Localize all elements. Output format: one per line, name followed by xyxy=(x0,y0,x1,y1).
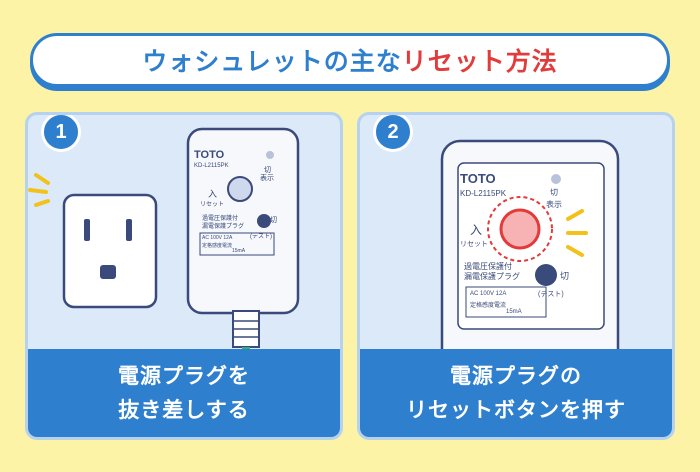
indicator-label: 切 xyxy=(550,188,558,197)
title-part-blue: ウォシュレットの主な xyxy=(142,47,402,76)
indicator-lamp-icon xyxy=(266,151,274,159)
device-type-line-1: 過電圧保護付 xyxy=(202,216,239,222)
caption-line-1: 電源プラグを xyxy=(118,364,250,388)
step-1-illustration xyxy=(28,127,300,359)
caption-line-2: リセットボタンを押す xyxy=(406,398,626,422)
spec-line-2: 定格感度電流 xyxy=(470,303,507,309)
test-button-sublabel: (テスト) xyxy=(538,291,564,298)
test-button-label: 切 xyxy=(270,217,277,224)
step-1-caption: 電源プラグを 抜き差しする xyxy=(28,349,340,437)
reset-button-icon xyxy=(227,176,253,202)
step-2-panel: 2 TOTO KD-L2115PK 切 表示 入 リセット 過電圧保護付 漏電保… xyxy=(357,112,675,440)
spec-line-1: AC 100V 12A xyxy=(202,235,233,241)
device-type-line-2: 漏電保護プラグ xyxy=(202,224,245,230)
step-number-badge: 1 xyxy=(41,115,81,152)
test-button-icon xyxy=(535,264,557,286)
test-button-icon xyxy=(257,214,271,228)
leakage-plug-device xyxy=(186,127,300,359)
page-title: ウォシュレットの主なリセット方法 xyxy=(30,33,670,87)
wall-outlet-icon xyxy=(62,193,158,309)
attention-lines-icon xyxy=(566,209,588,257)
attention-lines-icon xyxy=(28,173,50,207)
reset-button-sublabel: リセット xyxy=(460,241,488,248)
reset-button-sublabel: リセット xyxy=(200,202,225,208)
device-brand: TOTO xyxy=(194,149,225,161)
caption-line-2: 抜き差しする xyxy=(118,398,250,422)
step-2-illustration xyxy=(440,139,620,393)
caption-line-1: 電源プラグの xyxy=(450,364,582,388)
indicator-sublabel: 表示 xyxy=(260,175,274,182)
spec-line-3: 15mA xyxy=(232,248,246,254)
spec-line-3: 15mA xyxy=(506,309,522,315)
highlight-circle-icon xyxy=(487,196,553,262)
device-type-line-1: 過電圧保護付 xyxy=(464,262,512,271)
device-brand: TOTO xyxy=(460,171,496,186)
spec-line-1: AC 100V 12A xyxy=(470,291,507,297)
title-part-red: リセット方法 xyxy=(401,47,558,76)
reset-button-label: 入 xyxy=(208,189,218,199)
indicator-sublabel: 表示 xyxy=(546,200,562,209)
indicator-lamp-icon xyxy=(551,174,561,184)
device-model: KD-L2115PK xyxy=(460,189,507,198)
spec-line-2: 定格感度電流 xyxy=(202,243,233,249)
indicator-label: 切 xyxy=(264,167,271,174)
reset-button-label: 入 xyxy=(470,223,483,237)
reset-button-icon xyxy=(499,208,541,250)
leakage-plug-device-large xyxy=(440,139,620,393)
device-type-line-2: 漏電保護プラグ xyxy=(464,272,520,281)
step-number-badge: 2 xyxy=(373,115,413,152)
test-button-sublabel: (テスト) xyxy=(250,234,272,240)
step-2-caption: 電源プラグの リセットボタンを押す xyxy=(360,349,672,437)
test-button-label: 切 xyxy=(560,271,570,281)
step-1-panel: 1 TOTO KD-L2115PK 切 表示 入 リセット 過電圧保護付 漏電保… xyxy=(25,112,343,440)
device-model: KD-L2115PK xyxy=(194,163,229,169)
